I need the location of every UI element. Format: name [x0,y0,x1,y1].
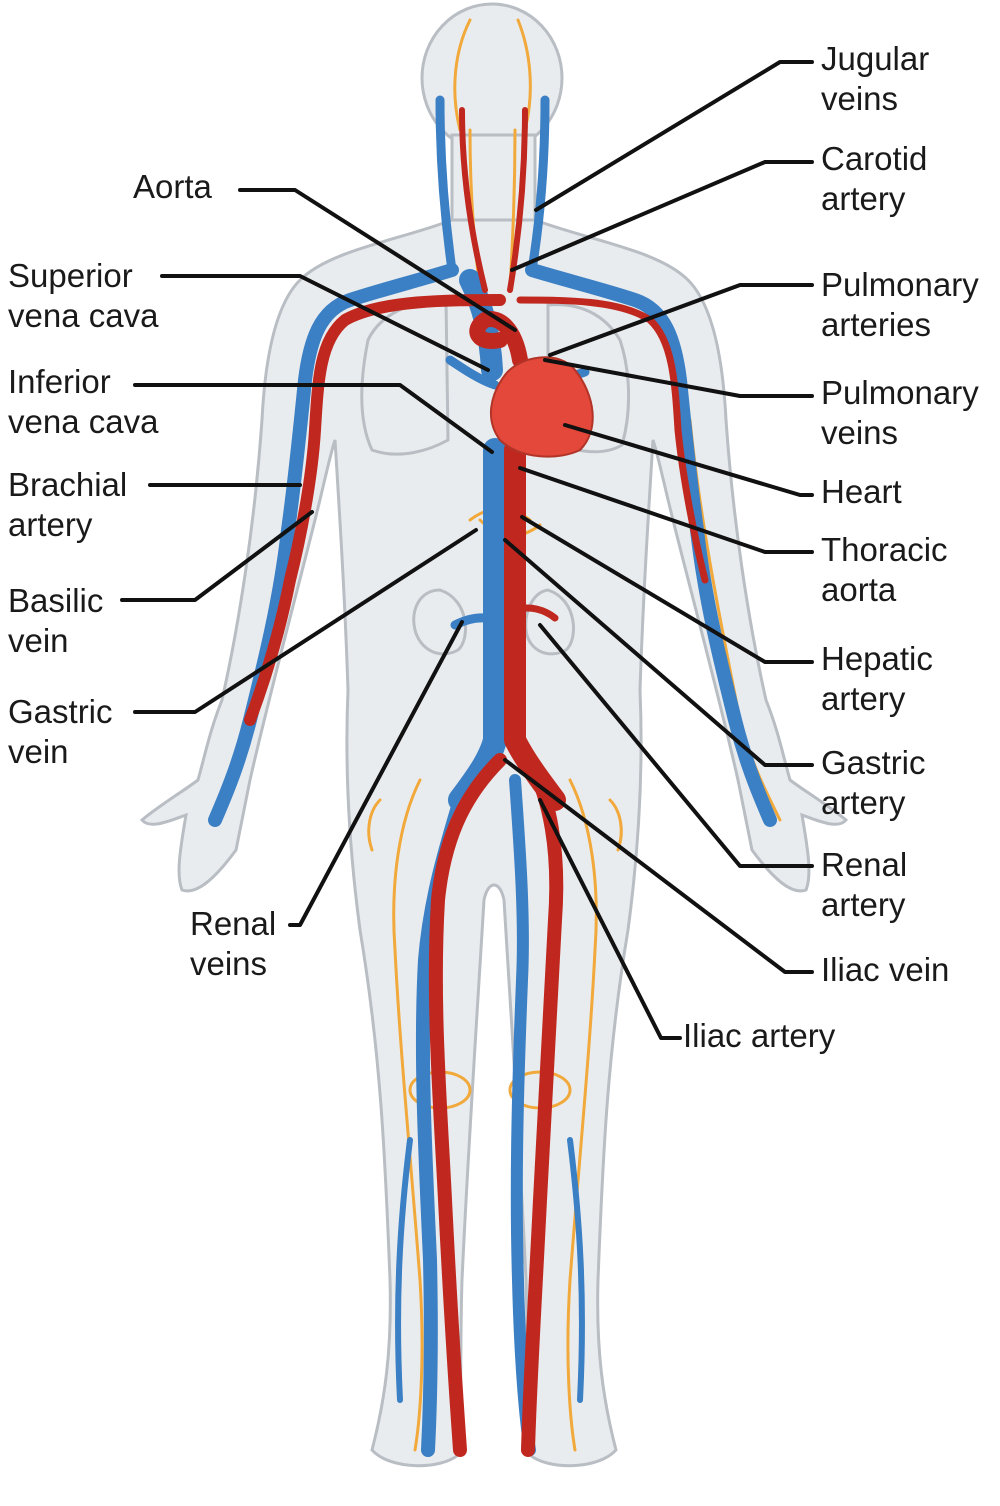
label-thoracic-aorta: Thoracic aorta [821,531,957,608]
leader-lines [120,60,814,1040]
leader-carotid-artery [510,160,814,272]
right-lung-outline [546,303,631,454]
leader-basilic-vein [120,510,314,602]
leader-aorta [238,188,517,332]
leader-jugular-veins [534,60,814,212]
label-pulmonary-veins: Pulmonary veins [821,374,988,451]
leader-thoracic-aorta [518,466,814,554]
leader-iliac-vein [503,758,814,974]
label-superior-vena-cava: Superior vena cava [8,257,159,334]
label-aorta: Aorta [133,168,213,205]
label-renal-veins: Renal veins [190,905,285,982]
label-gastric-artery: Gastric artery [821,744,935,821]
leader-renal-artery [538,623,814,868]
leader-gastric-artery [503,538,814,767]
leader-iliac-artery [538,798,682,1040]
labels: Jugular veins Carotid artery Aorta Super… [8,40,988,1054]
label-renal-artery: Renal artery [821,846,916,923]
leader-pulmonary-veins [543,358,814,398]
left-kidney-outline [412,588,467,656]
label-inferior-vena-cava: Inferior vena cava [8,363,159,440]
leader-heart [563,423,814,497]
leader-renal-veins [288,620,464,927]
label-basilic-vein: Basilic vein [8,582,113,659]
label-carotid-artery: Carotid artery [821,140,937,217]
leader-pulmonary-arteries [548,283,814,357]
label-iliac-vein: Iliac vein [821,951,949,988]
label-gastric-vein: Gastric vein [8,693,122,770]
label-pulmonary-arteries: Pulmonary arteries [821,266,988,343]
label-iliac-artery: Iliac artery [683,1017,836,1054]
leader-gastric-vein [133,528,478,714]
leader-superior-vena-cava [160,274,490,372]
label-jugular-veins: Jugular veins [821,40,938,117]
label-brachial-artery: Brachial artery [8,466,136,543]
heart-organ [489,356,594,458]
label-hepatic-artery: Hepatic artery [821,640,942,717]
leader-inferior-vena-cava [133,383,494,454]
leader-hepatic-artery [520,515,814,664]
label-heart: Heart [821,473,902,510]
